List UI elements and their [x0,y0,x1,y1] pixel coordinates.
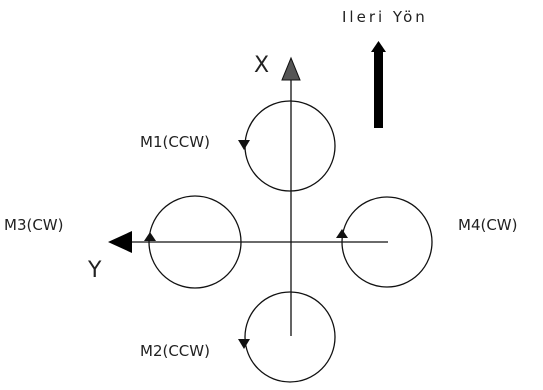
motor-label-m4: M4(CW) [458,216,518,234]
rotor-m1 [244,100,336,192]
motor-label-m3: M3(CW) [4,216,64,234]
motor-label-m1: M1(CCW) [140,133,210,151]
x-axis-label: X [254,53,269,78]
m4-rotation-arrow-icon [336,229,348,238]
forward-direction-label: Ileri Yön [342,8,428,26]
motor-label-m2: M2(CCW) [140,342,210,360]
forward-direction-arrow-shaft [374,52,383,128]
m2-rotation-arrow-icon [238,339,250,349]
x-axis-arrowhead [281,56,301,81]
y-axis-arrowhead [108,231,132,253]
forward-direction-arrow-head [371,41,386,52]
rotor-m2 [244,291,336,383]
y-axis-label: Y [87,258,102,283]
m1-rotation-arrow-icon [238,140,250,150]
m3-rotation-arrow-icon [144,232,156,241]
